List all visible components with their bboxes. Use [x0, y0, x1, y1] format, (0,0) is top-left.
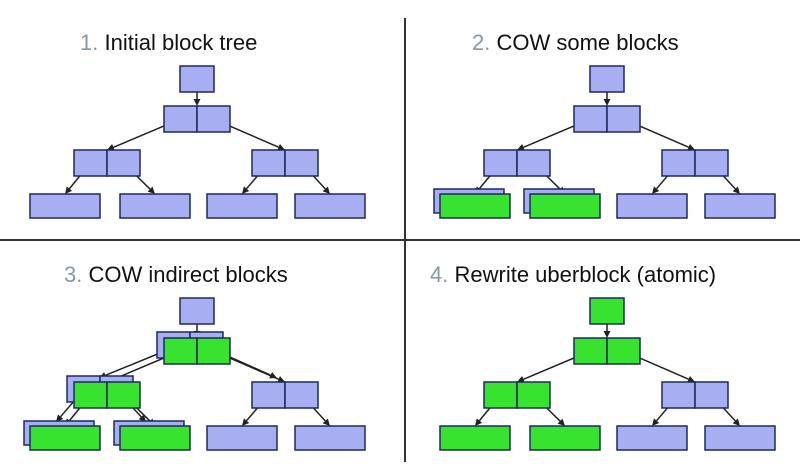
panel-1-mid-block-left [163, 105, 198, 133]
panel-2-leaf-1 [529, 193, 601, 219]
panel-1-leaf-3 [294, 193, 366, 219]
panel-3-leaf-3 [294, 425, 366, 451]
panel-2-leaf-0 [439, 193, 511, 219]
panel-1-indirect-block-0-right [106, 149, 141, 177]
panel-3-edge-mid-ind-1-head [277, 376, 285, 383]
panel-3-leaf-0 [29, 425, 101, 451]
panel-3-edge-ind-leaf-old-0-head [56, 414, 64, 422]
panel-1-leaf-1 [119, 193, 191, 219]
panel-3-uberblock [179, 297, 215, 325]
panel-1-leaf-0 [29, 193, 101, 219]
panel-4-tree [439, 297, 776, 451]
panel-3-edge-mid-ind-old-1-head [269, 371, 277, 379]
panel-2-edge-root-mid-head [603, 99, 611, 106]
panel-2-number: 2. [472, 30, 491, 55]
panel-4-edge-root-mid-head [603, 331, 611, 338]
panel-2-mid-block-right [606, 105, 641, 133]
panel-1-edge-ind-leaf-2-head [242, 186, 250, 194]
panel-3-mid-block-left [163, 337, 198, 365]
panel-4-edge-ind-leaf-2-head [652, 418, 660, 426]
panel-1-title-text: Initial block tree [104, 30, 258, 55]
panel-4-edge-mid-ind-1-head [687, 376, 695, 383]
panel-2-tree [433, 65, 776, 219]
panel-1-indirect-block-1-left [251, 149, 286, 177]
panel-1-edge-ind-leaf-1-head [147, 186, 155, 194]
panel-1-edge-root-mid-head [193, 99, 201, 106]
panel-1-edge-mid-ind-1-head [277, 144, 285, 151]
panel-1-leaf-2 [206, 193, 278, 219]
panel-1-edge-ind-leaf-3-head [322, 186, 330, 194]
panel-3-indirect-block-0-right [106, 381, 141, 409]
panel-4-edge-mid-ind-0-head [517, 376, 525, 383]
panel-3-leaf-1 [119, 425, 191, 451]
panel-2-leaf-2 [616, 193, 688, 219]
panel-3-edge-ind-leaf-3-head [322, 418, 330, 426]
panel-1-indirect-block-0-left [73, 149, 108, 177]
panel-1-edge-ind-leaf-0-head [65, 186, 73, 194]
panel-3-leaf-2 [206, 425, 278, 451]
panel-4-leaf-1 [529, 425, 601, 451]
panel-1-edge-mid-ind-0-head [107, 144, 115, 151]
panel-4-edge-ind-leaf-0-head [475, 418, 483, 426]
panel-3-tree [23, 297, 366, 451]
panel-4-number: 4. [430, 262, 449, 287]
panel-2-indirect-block-1-right [694, 149, 729, 177]
panel-2-indirect-block-0-right [516, 149, 551, 177]
panel-2-edge-ind-leaf-2-head [652, 186, 660, 194]
panel-4-edge-ind-leaf-3-head [732, 418, 740, 426]
panel-4-leaf-3 [704, 425, 776, 451]
panel-2-mid-block-left [573, 105, 608, 133]
panel-3-edge-ind-leaf-old-1-head [138, 414, 146, 422]
panel-2-leaf-3 [704, 193, 776, 219]
panel-2-indirect-block-0-left [483, 149, 518, 177]
panel-4-leaf-2 [616, 425, 688, 451]
panel-4-title: 4. Rewrite uberblock (atomic) [430, 262, 716, 288]
panel-4-mid-block-left [573, 337, 608, 365]
panel-1-title: 1. Initial block tree [80, 30, 257, 56]
panel-4-indirect-block-0-right [516, 381, 551, 409]
panel-3-number: 3. [64, 262, 83, 287]
panel-3-mid-block-right [196, 337, 231, 365]
panel-3-title-text: COW indirect blocks [88, 262, 288, 287]
panel-1-mid-block-right [196, 105, 231, 133]
panel-4-leaf-0 [439, 425, 511, 451]
panel-1-tree [29, 65, 366, 219]
panel-1-indirect-block-1-right [284, 149, 319, 177]
panel-3-indirect-block-0-left [73, 381, 108, 409]
panel-2-edge-mid-ind-1-head [687, 144, 695, 151]
panel-1-uberblock [179, 65, 215, 93]
panel-2-edge-ind-leaf-3-head [732, 186, 740, 194]
panel-4-indirect-block-0-left [483, 381, 518, 409]
panel-3-edge-ind-leaf-2-head [242, 418, 250, 426]
panel-4-indirect-block-1-right [694, 381, 729, 409]
panel-2-title: 2. COW some blocks [472, 30, 679, 56]
panel-4-title-text: Rewrite uberblock (atomic) [454, 262, 717, 287]
panel-2-title-text: COW some blocks [496, 30, 679, 55]
panel-1-number: 1. [80, 30, 99, 55]
panel-4-mid-block-right [606, 337, 641, 365]
panel-3-indirect-block-1-right [284, 381, 319, 409]
panel-4-edge-ind-leaf-1-head [557, 418, 565, 426]
panel-2-edge-mid-ind-0-head [517, 144, 525, 151]
panel-3-indirect-block-1-left [251, 381, 286, 409]
panel-4-uberblock [589, 297, 625, 325]
panel-4-indirect-block-1-left [661, 381, 696, 409]
panel-2-uberblock [589, 65, 625, 93]
panel-3-title: 3. COW indirect blocks [64, 262, 288, 288]
panel-2-indirect-block-1-left [661, 149, 696, 177]
